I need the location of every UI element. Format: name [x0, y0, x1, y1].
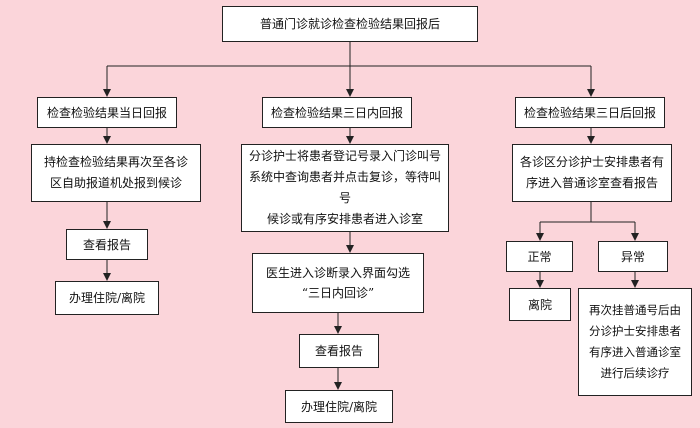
- root-node: 普通门诊就诊检查检验结果回报后: [222, 6, 478, 42]
- three-days-nurse-node: 分诊护士将患者登记号录入门诊叫号 系统中查询患者并点击复诊，等待叫号 候诊或有序…: [241, 144, 449, 232]
- follow-up-node: 再次挂普通号后由 分诊护士安排患者 有序进入普通诊室 进行后续诊疗: [578, 288, 692, 396]
- normal-node: 正常: [506, 241, 573, 272]
- after-three-days-step-node: 各诊区分诊护士安排患者有 序进入普通诊室查看报告: [512, 144, 672, 202]
- discharge-node: 离院: [509, 288, 571, 321]
- same-day-view-report-node: 查看报告: [66, 229, 148, 260]
- same-day-step-node: 持检查检验结果再次至各诊 区自助报道机处报到候诊: [31, 144, 201, 202]
- same-day-discharge-node: 办理住院/离院: [55, 281, 159, 315]
- three-days-discharge-node: 办理住院/离院: [285, 390, 393, 423]
- three-days-doctor-node: 医生进入诊断录入界面勾选 “三日内回诊”: [252, 253, 424, 313]
- same-day-title-node: 检查检验结果当日回报: [37, 97, 177, 128]
- after-three-days-title-node: 检查检验结果三日后回报: [515, 97, 665, 128]
- three-days-view-report-node: 查看报告: [299, 334, 379, 368]
- abnormal-node: 异常: [598, 241, 668, 272]
- three-days-title-node: 检查检验结果三日内回报: [262, 97, 412, 128]
